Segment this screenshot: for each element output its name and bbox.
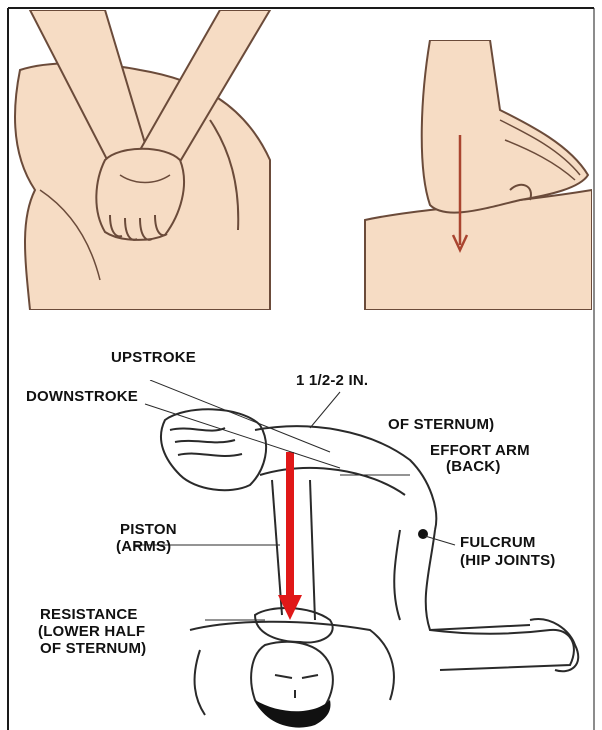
label-downstroke: DOWNSTROKE	[26, 389, 138, 405]
label-sternum-partial: OF STERNUM)	[388, 417, 494, 433]
heel-of-hand-side-view-illustration	[360, 40, 592, 310]
label-depth: 1 1/2-2 IN.	[296, 373, 368, 389]
interlaced-hands-illustration	[10, 10, 280, 310]
label-effort-arm-sub: (BACK)	[446, 459, 501, 475]
label-resistance-sub2: OF STERNUM)	[40, 641, 146, 657]
label-upstroke: UPSTROKE	[111, 350, 196, 366]
label-fulcrum: FULCRUM	[460, 535, 536, 551]
label-resistance: RESISTANCE	[40, 607, 138, 623]
label-piston-sub: (ARMS)	[116, 539, 171, 555]
label-resistance-sub1: (LOWER HALF	[38, 624, 145, 640]
label-piston: PISTON	[120, 522, 177, 538]
label-effort-arm: EFFORT ARM	[430, 443, 530, 459]
label-fulcrum-sub: (HIP JOINTS)	[460, 553, 555, 569]
